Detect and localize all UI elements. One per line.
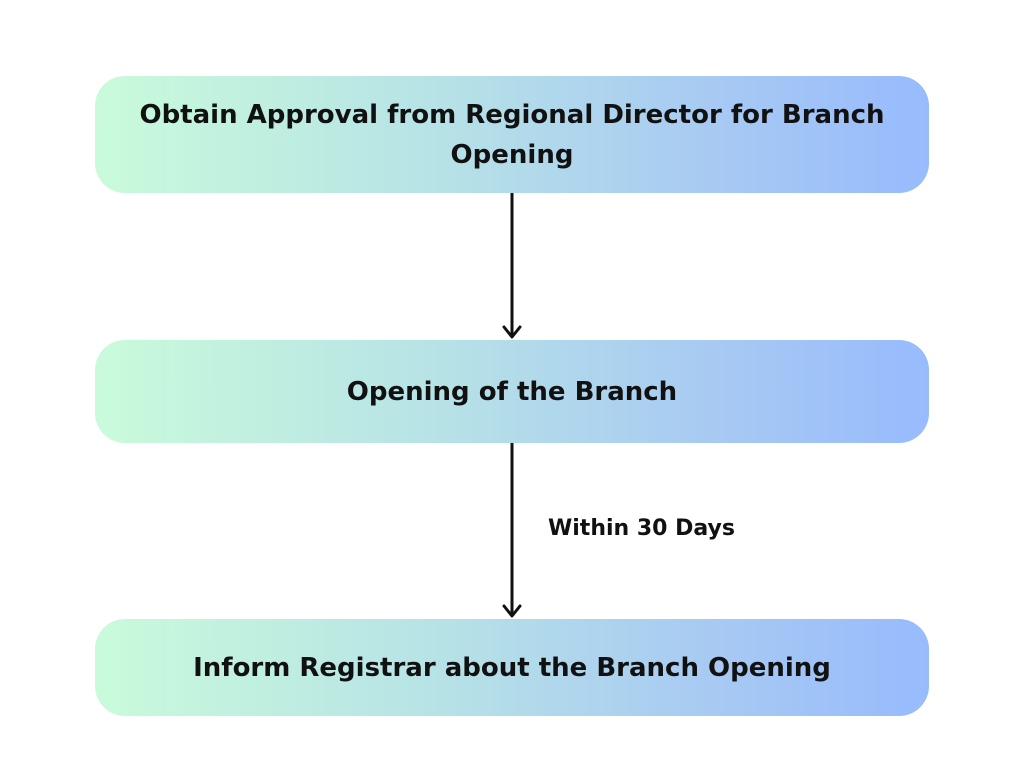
arrow-step1-to-step2 — [502, 193, 522, 339]
arrow-step2-to-step3 — [502, 443, 522, 618]
step-label: Opening of the Branch — [346, 376, 678, 407]
step-label: Inform Registrar about the Branch Openin… — [193, 652, 831, 683]
step-box-opening-branch: Opening of the Branch — [95, 340, 929, 443]
arrow-head-icon — [502, 325, 522, 339]
step-label: Obtain Approval from Regional Director f… — [139, 99, 885, 170]
step-box-obtain-approval: Obtain Approval from Regional Director f… — [95, 76, 929, 193]
arrow-head-icon — [502, 604, 522, 618]
edge-label-within-30-days: Within 30 Days — [548, 516, 735, 541]
step-box-inform-registrar: Inform Registrar about the Branch Openin… — [95, 619, 929, 716]
